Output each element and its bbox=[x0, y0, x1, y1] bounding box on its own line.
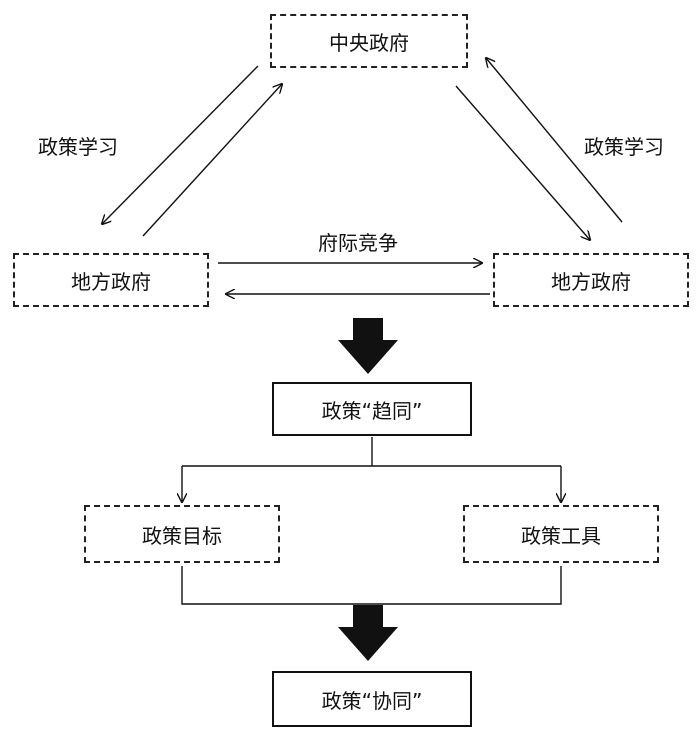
arrow-right-local-to-central bbox=[486, 58, 623, 223]
arrow-central-to-right-local bbox=[455, 85, 590, 240]
big-down-arrow-1 bbox=[338, 318, 398, 374]
policy-goals-node: 政策目标 bbox=[84, 505, 280, 563]
policy-tools-node: 政策工具 bbox=[463, 505, 659, 563]
gov-competition-label: 府际竞争 bbox=[318, 231, 398, 255]
central-gov-label: 中央政府 bbox=[329, 30, 409, 55]
big-down-arrow-2 bbox=[338, 605, 398, 661]
policy-convergence-node: 政策“趋同” bbox=[272, 382, 472, 436]
policy-tools-label: 政策工具 bbox=[521, 523, 601, 548]
arrow-central-to-left-local bbox=[102, 65, 259, 224]
local-gov-left-label: 地方政府 bbox=[71, 269, 151, 294]
central-gov-node: 中央政府 bbox=[270, 14, 468, 68]
policy-learning-left-label: 政策学习 bbox=[38, 135, 118, 159]
local-gov-right-label: 地方政府 bbox=[551, 269, 631, 294]
policy-convergence-label: 政策“趋同” bbox=[321, 398, 423, 423]
policy-coordination-node: 政策“协同” bbox=[272, 671, 472, 727]
merge-line bbox=[181, 566, 562, 605]
policy-goals-label: 政策目标 bbox=[142, 523, 222, 548]
local-gov-right-node: 地方政府 bbox=[493, 253, 689, 307]
policy-learning-right-label: 政策学习 bbox=[584, 135, 664, 159]
arrow-left-local-to-central bbox=[142, 84, 282, 237]
local-gov-left-node: 地方政府 bbox=[13, 253, 209, 307]
policy-coordination-label: 政策“协同” bbox=[321, 688, 423, 713]
